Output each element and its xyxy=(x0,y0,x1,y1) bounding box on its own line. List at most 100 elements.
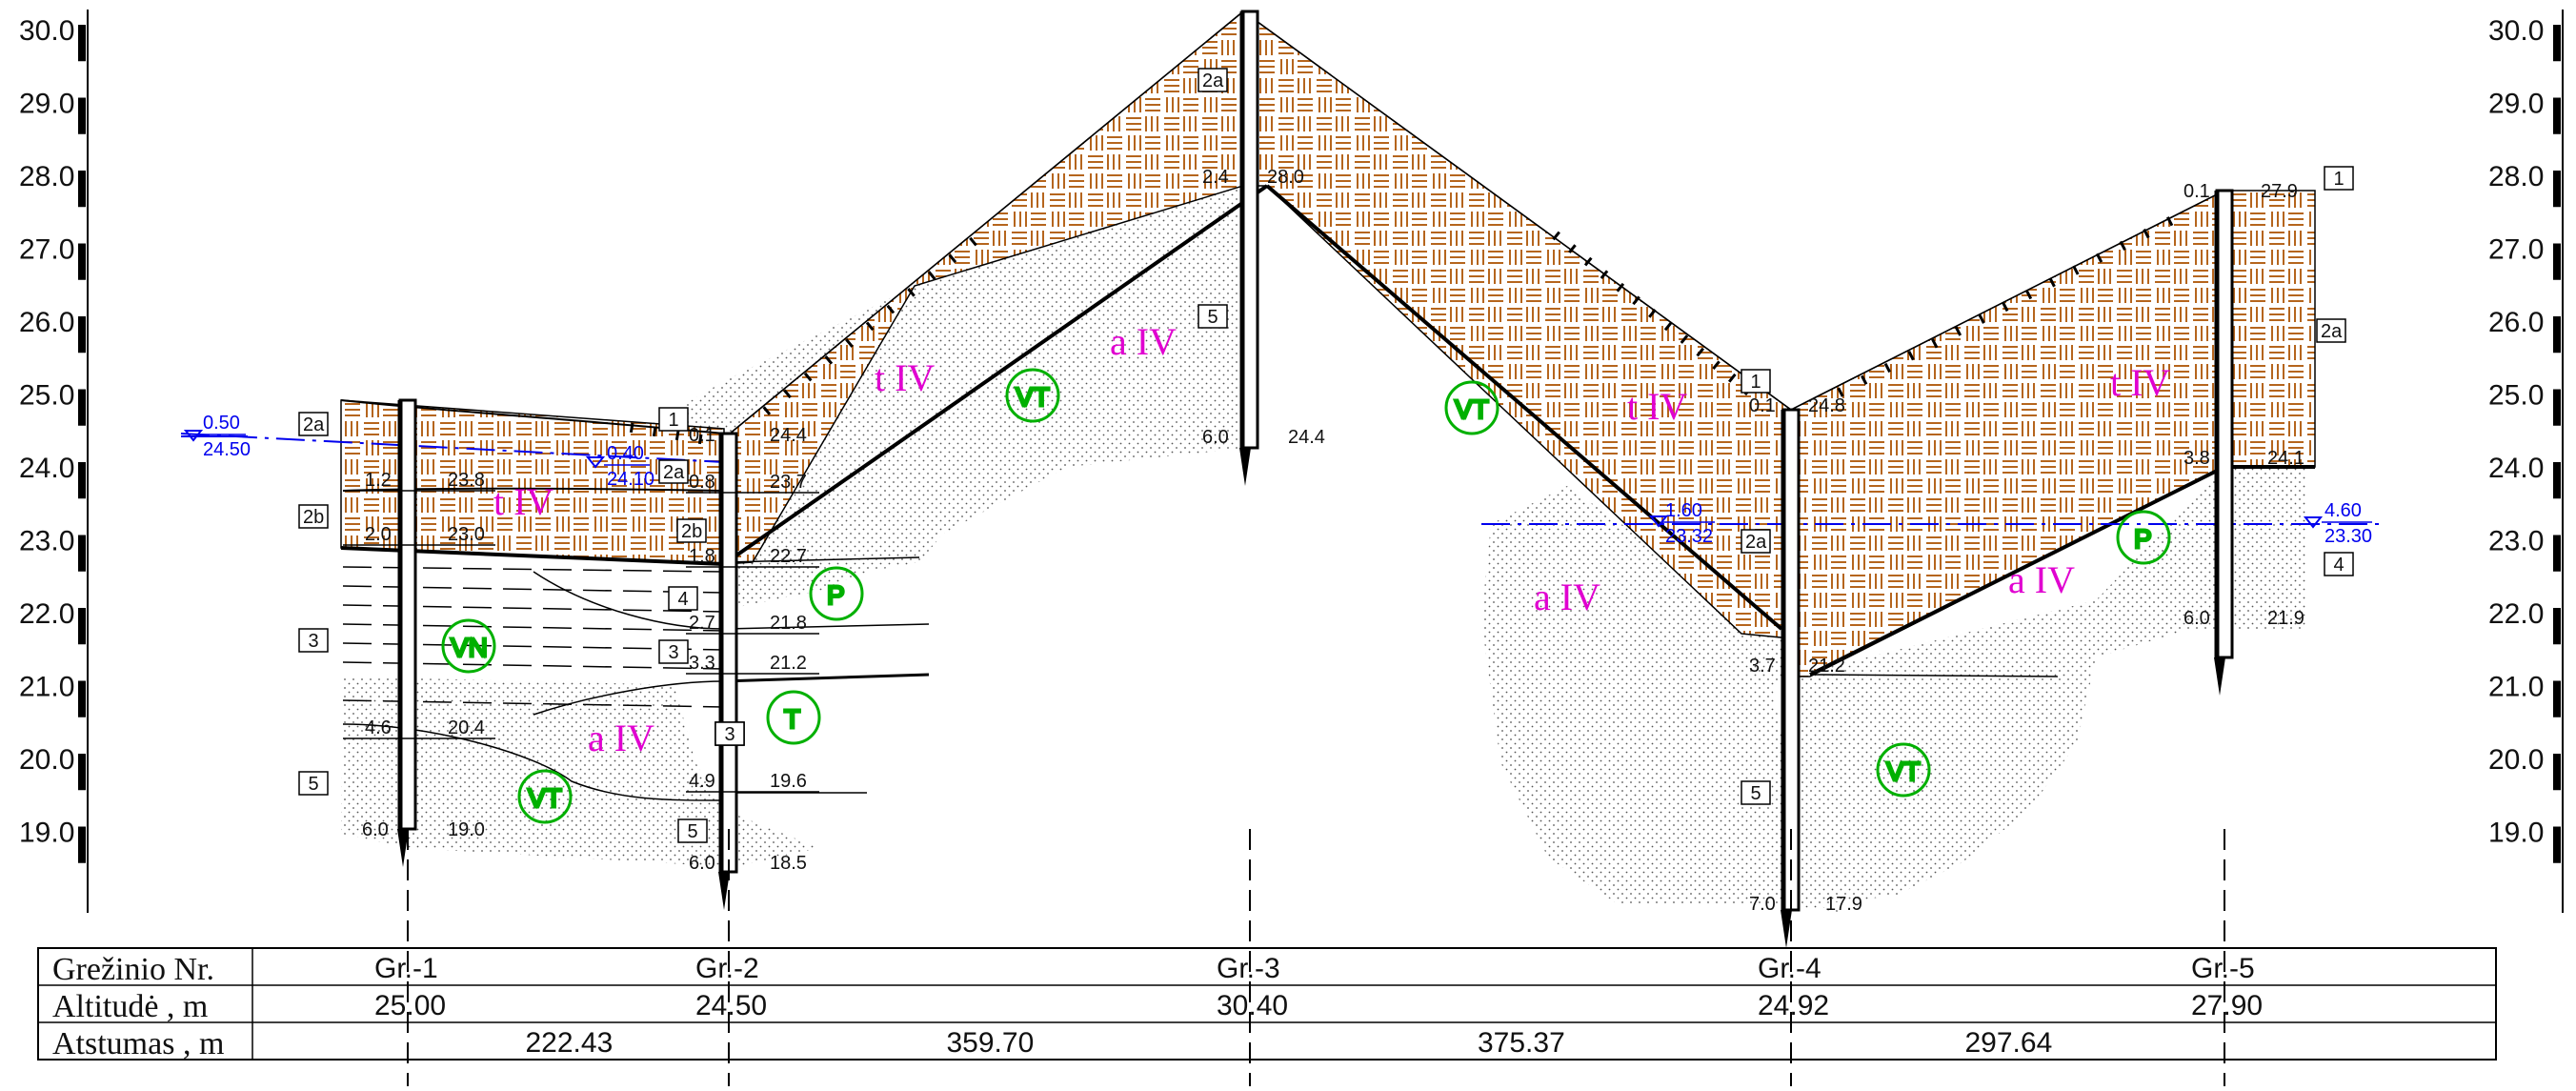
stratum-label: a IV xyxy=(1110,320,1177,363)
layer-number: 5 xyxy=(1208,307,1218,328)
boreholes xyxy=(397,10,2234,948)
water-depth: 1.60 xyxy=(1665,500,1702,521)
layer-boxes: 2a2b3512a2b433532a512a512a43 xyxy=(298,68,2354,843)
soil-symbol: P xyxy=(2134,524,2152,554)
depth-altitude: 24.8 xyxy=(1808,395,1845,416)
layer-number-box xyxy=(298,771,329,796)
slope-tick xyxy=(2119,240,2126,252)
slope-tick xyxy=(865,321,875,332)
slope-tick xyxy=(697,434,703,445)
slope-tick xyxy=(907,288,916,297)
layer-number-box xyxy=(668,586,698,611)
depth-altitude: 19.0 xyxy=(448,819,485,840)
scale-tick-label: 21.0 xyxy=(2488,672,2544,703)
depth-altitude: 21.9 xyxy=(2267,608,2304,629)
layer-number: 4 xyxy=(2334,555,2345,576)
scale-tick-label: 25.0 xyxy=(19,380,74,412)
scale-band xyxy=(78,535,86,572)
soil-symbol: VN xyxy=(451,633,488,662)
layer-boundaries xyxy=(340,10,2315,801)
slope-tick xyxy=(1954,326,1962,336)
scale-tick-label: 22.0 xyxy=(2488,598,2544,630)
slope-tick xyxy=(1907,351,1915,361)
scale-tick-label: 27.0 xyxy=(2488,234,2544,266)
water-depth: 0.40 xyxy=(607,443,644,464)
water-altitude: 23.32 xyxy=(1665,526,1713,547)
scale-tick-label: 24.0 xyxy=(2488,453,2544,484)
segment-distance: 222.43 xyxy=(526,1027,614,1059)
depth-value: 6.0 xyxy=(689,853,715,874)
borehole-arrow xyxy=(718,872,730,910)
strata-labels: t IV a IV t IV a IV t IV a IV t IV a IV xyxy=(493,320,2170,759)
borehole-arrow xyxy=(1781,910,1792,948)
depth-altitude: 24.4 xyxy=(770,425,807,446)
slope-tick xyxy=(824,355,834,365)
slope-tick xyxy=(1648,309,1657,318)
depth-value: 1.8 xyxy=(689,546,715,567)
scale-tick-label: 19.0 xyxy=(2488,818,2544,849)
borehole-arrow xyxy=(397,829,409,867)
slope-tick xyxy=(629,422,634,434)
slope-tick xyxy=(1583,256,1593,267)
scale-band xyxy=(78,25,86,62)
layer-number-box xyxy=(1741,780,1771,805)
segment-distance: 297.64 xyxy=(1965,1027,2053,1059)
scale-band xyxy=(78,680,86,717)
well-id: Gr.-3 xyxy=(1217,953,1280,984)
layer-number-box xyxy=(676,518,707,543)
row-label-well: Grežinio Nr. xyxy=(52,952,214,987)
slope-tick xyxy=(1883,362,1892,374)
slope-tick xyxy=(2143,228,2150,239)
segment-distance: 375.37 xyxy=(1478,1027,1565,1059)
scale-band xyxy=(78,97,86,134)
slope-tick xyxy=(969,236,977,247)
depth-altitude: 23.7 xyxy=(770,472,807,493)
slope-tick xyxy=(845,338,854,348)
water-altitude: 23.30 xyxy=(2324,526,2372,547)
stratum-label: a IV xyxy=(2008,558,2075,601)
depth-altitude: 24.4 xyxy=(1288,427,1325,448)
well-guides xyxy=(407,829,2225,1086)
layer-number: 2a xyxy=(1745,532,1767,553)
scale-band xyxy=(78,754,86,791)
water-altitude: 24.50 xyxy=(203,439,251,460)
layer-number: 1 xyxy=(2334,169,2345,190)
row-label-distance: Atstumas , m xyxy=(52,1026,224,1061)
depth-value: 4.9 xyxy=(689,771,715,792)
scale-band xyxy=(2553,171,2561,208)
borehole-table: Grežinio Nr. Altitudė , m Atstumas , m G… xyxy=(37,947,2497,1061)
slope-tick xyxy=(1727,373,1737,383)
scale-tick-label: 30.0 xyxy=(2488,15,2544,47)
stratum-label: t IV xyxy=(2110,361,2170,404)
depth-value: 6.0 xyxy=(362,819,389,840)
water-depth: 0.50 xyxy=(203,413,240,434)
stratum-label: t IV xyxy=(1627,385,1687,428)
stratum-label: a IV xyxy=(1534,576,1600,618)
layer-number-box xyxy=(298,628,329,653)
soil-symbol: VT xyxy=(1016,382,1050,412)
layer-number-box xyxy=(2324,166,2354,191)
well-altitude: 24.50 xyxy=(695,990,767,1021)
layer-number: 5 xyxy=(688,821,698,842)
well-id: Gr.-1 xyxy=(374,953,438,984)
depth-value: 3.3 xyxy=(689,653,715,674)
depth-value: 2.7 xyxy=(689,613,715,634)
slope-tick xyxy=(1632,295,1640,306)
scale-tick-label: 20.0 xyxy=(19,744,74,776)
well-id: Gr.-5 xyxy=(2191,953,2255,984)
slope-tick xyxy=(1616,282,1625,293)
groundwater-level xyxy=(180,430,2382,529)
scale-tick-label: 24.0 xyxy=(19,453,74,484)
scale-tick-label: 25.0 xyxy=(2488,380,2544,412)
layer-number-box xyxy=(298,504,329,529)
depth-value: 0.8 xyxy=(689,472,715,493)
depth-value: 1.2 xyxy=(365,470,392,491)
slope-tick xyxy=(2048,277,2056,288)
depth-altitude: 23.8 xyxy=(448,470,485,491)
slope-tick xyxy=(1861,374,1868,385)
scale-tick-label: 21.0 xyxy=(19,672,74,703)
scale-band xyxy=(78,826,86,863)
layer-number-box xyxy=(658,407,689,432)
borehole-arrow xyxy=(1239,448,1251,486)
